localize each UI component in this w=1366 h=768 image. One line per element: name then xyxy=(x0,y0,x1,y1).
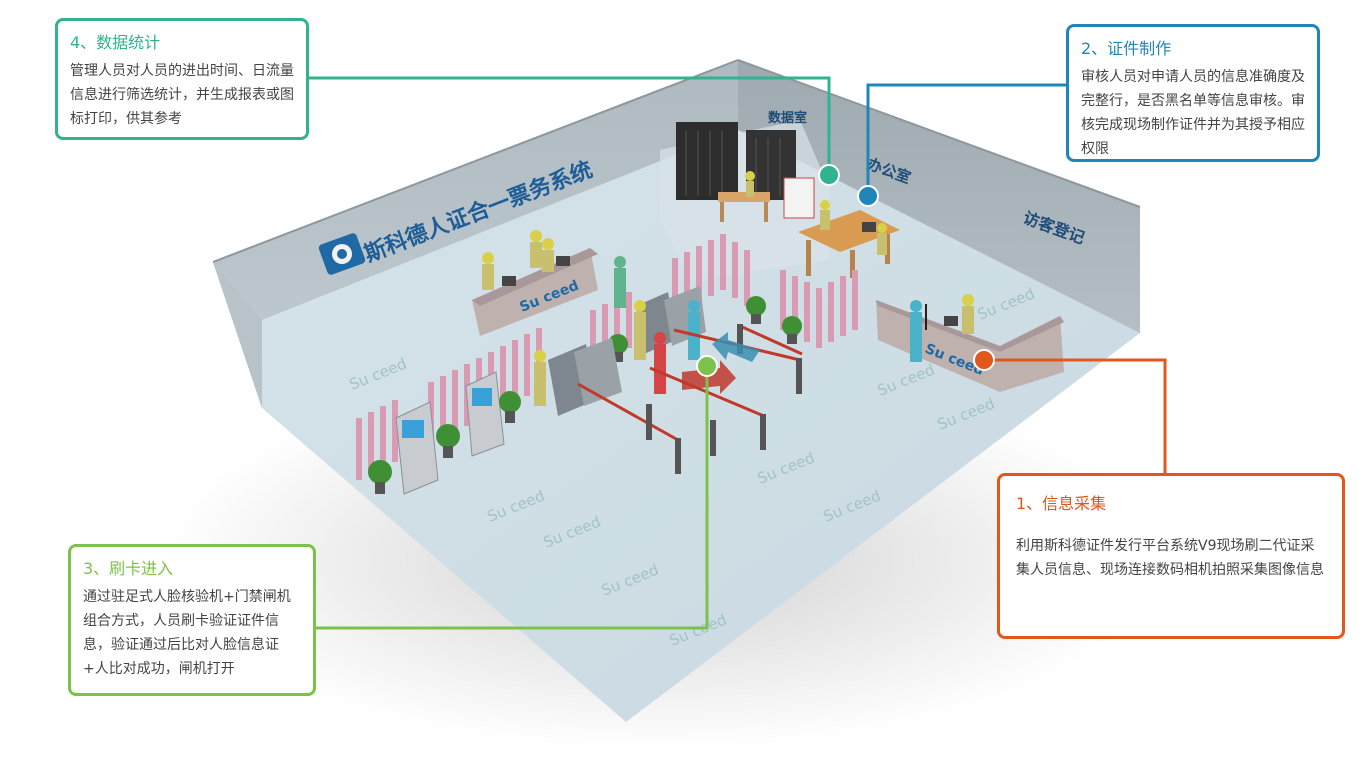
marker-data-stats xyxy=(818,164,840,186)
callout-card-entry: 3、刷卡进入 通过驻足式人脸核验机+门禁闸机组合方式，人员刷卡验证证件信息，验证… xyxy=(68,544,316,696)
callout-text: 管理人员对人员的进出时间、日流量信息进行筛选统计，并生成报表或图标打印，供其参考 xyxy=(70,63,294,127)
callout-card-making: 2、证件制作 审核人员对申请人员的信息准确度及完整行，是否黑名单等信息审核。审核… xyxy=(1066,24,1320,162)
callout-text: 审核人员对申请人员的信息准确度及完整行，是否黑名单等信息审核。审核完成现场制作证… xyxy=(1081,69,1305,157)
connector-info-collect xyxy=(984,358,1167,473)
callout-text: 通过驻足式人脸核验机+门禁闸机组合方式，人员刷卡验证证件信息，验证通过后比对人脸… xyxy=(83,589,291,677)
wall-logo-icon xyxy=(318,233,366,275)
back-wall-left xyxy=(213,60,738,408)
callout-title: 4、数据统计 xyxy=(70,33,161,52)
kiosk xyxy=(395,371,505,495)
callout-title: 1、信息采集 xyxy=(1016,494,1107,513)
callout-title: 2、证件制作 xyxy=(1081,39,1172,58)
callout-text: 利用斯科德证件发行平台系统V9现场刷二代证采集人员信息、现场连接数码相机拍照采集… xyxy=(1016,538,1324,578)
marker-info-collect xyxy=(973,349,995,371)
reception-desk-right xyxy=(876,294,1064,392)
plant xyxy=(368,296,802,494)
marker-card-making xyxy=(857,185,879,207)
callout-title: 3、刷卡进入 xyxy=(83,559,174,578)
data-room-label: 数据室 xyxy=(768,110,807,126)
people xyxy=(534,256,700,406)
server-rack xyxy=(676,122,738,200)
wall-edge xyxy=(213,262,262,408)
wall-top-left xyxy=(212,59,739,263)
marker-card-entry xyxy=(696,355,718,377)
exit-arrow-icon xyxy=(712,332,760,362)
reception-desk-left xyxy=(472,230,598,336)
wall-top-right xyxy=(737,59,1141,208)
callout-data-stats: 4、数据统计 管理人员对人员的进出时间、日流量信息进行筛选统计，并生成报表或图标… xyxy=(55,18,309,140)
connector-card-entry xyxy=(316,366,709,630)
office-area xyxy=(798,200,900,278)
data-room xyxy=(660,120,830,280)
connector-card-making xyxy=(866,83,1066,196)
callout-info-collect: 1、信息采集 利用斯科德证件发行平台系统V9现场刷二代证采集人员信息、现场连接数… xyxy=(997,473,1345,639)
stanchion-rope xyxy=(577,324,803,474)
back-wall-right xyxy=(738,60,1140,333)
connector-data-stats xyxy=(309,76,831,175)
entry-arrow-icon xyxy=(682,360,736,394)
